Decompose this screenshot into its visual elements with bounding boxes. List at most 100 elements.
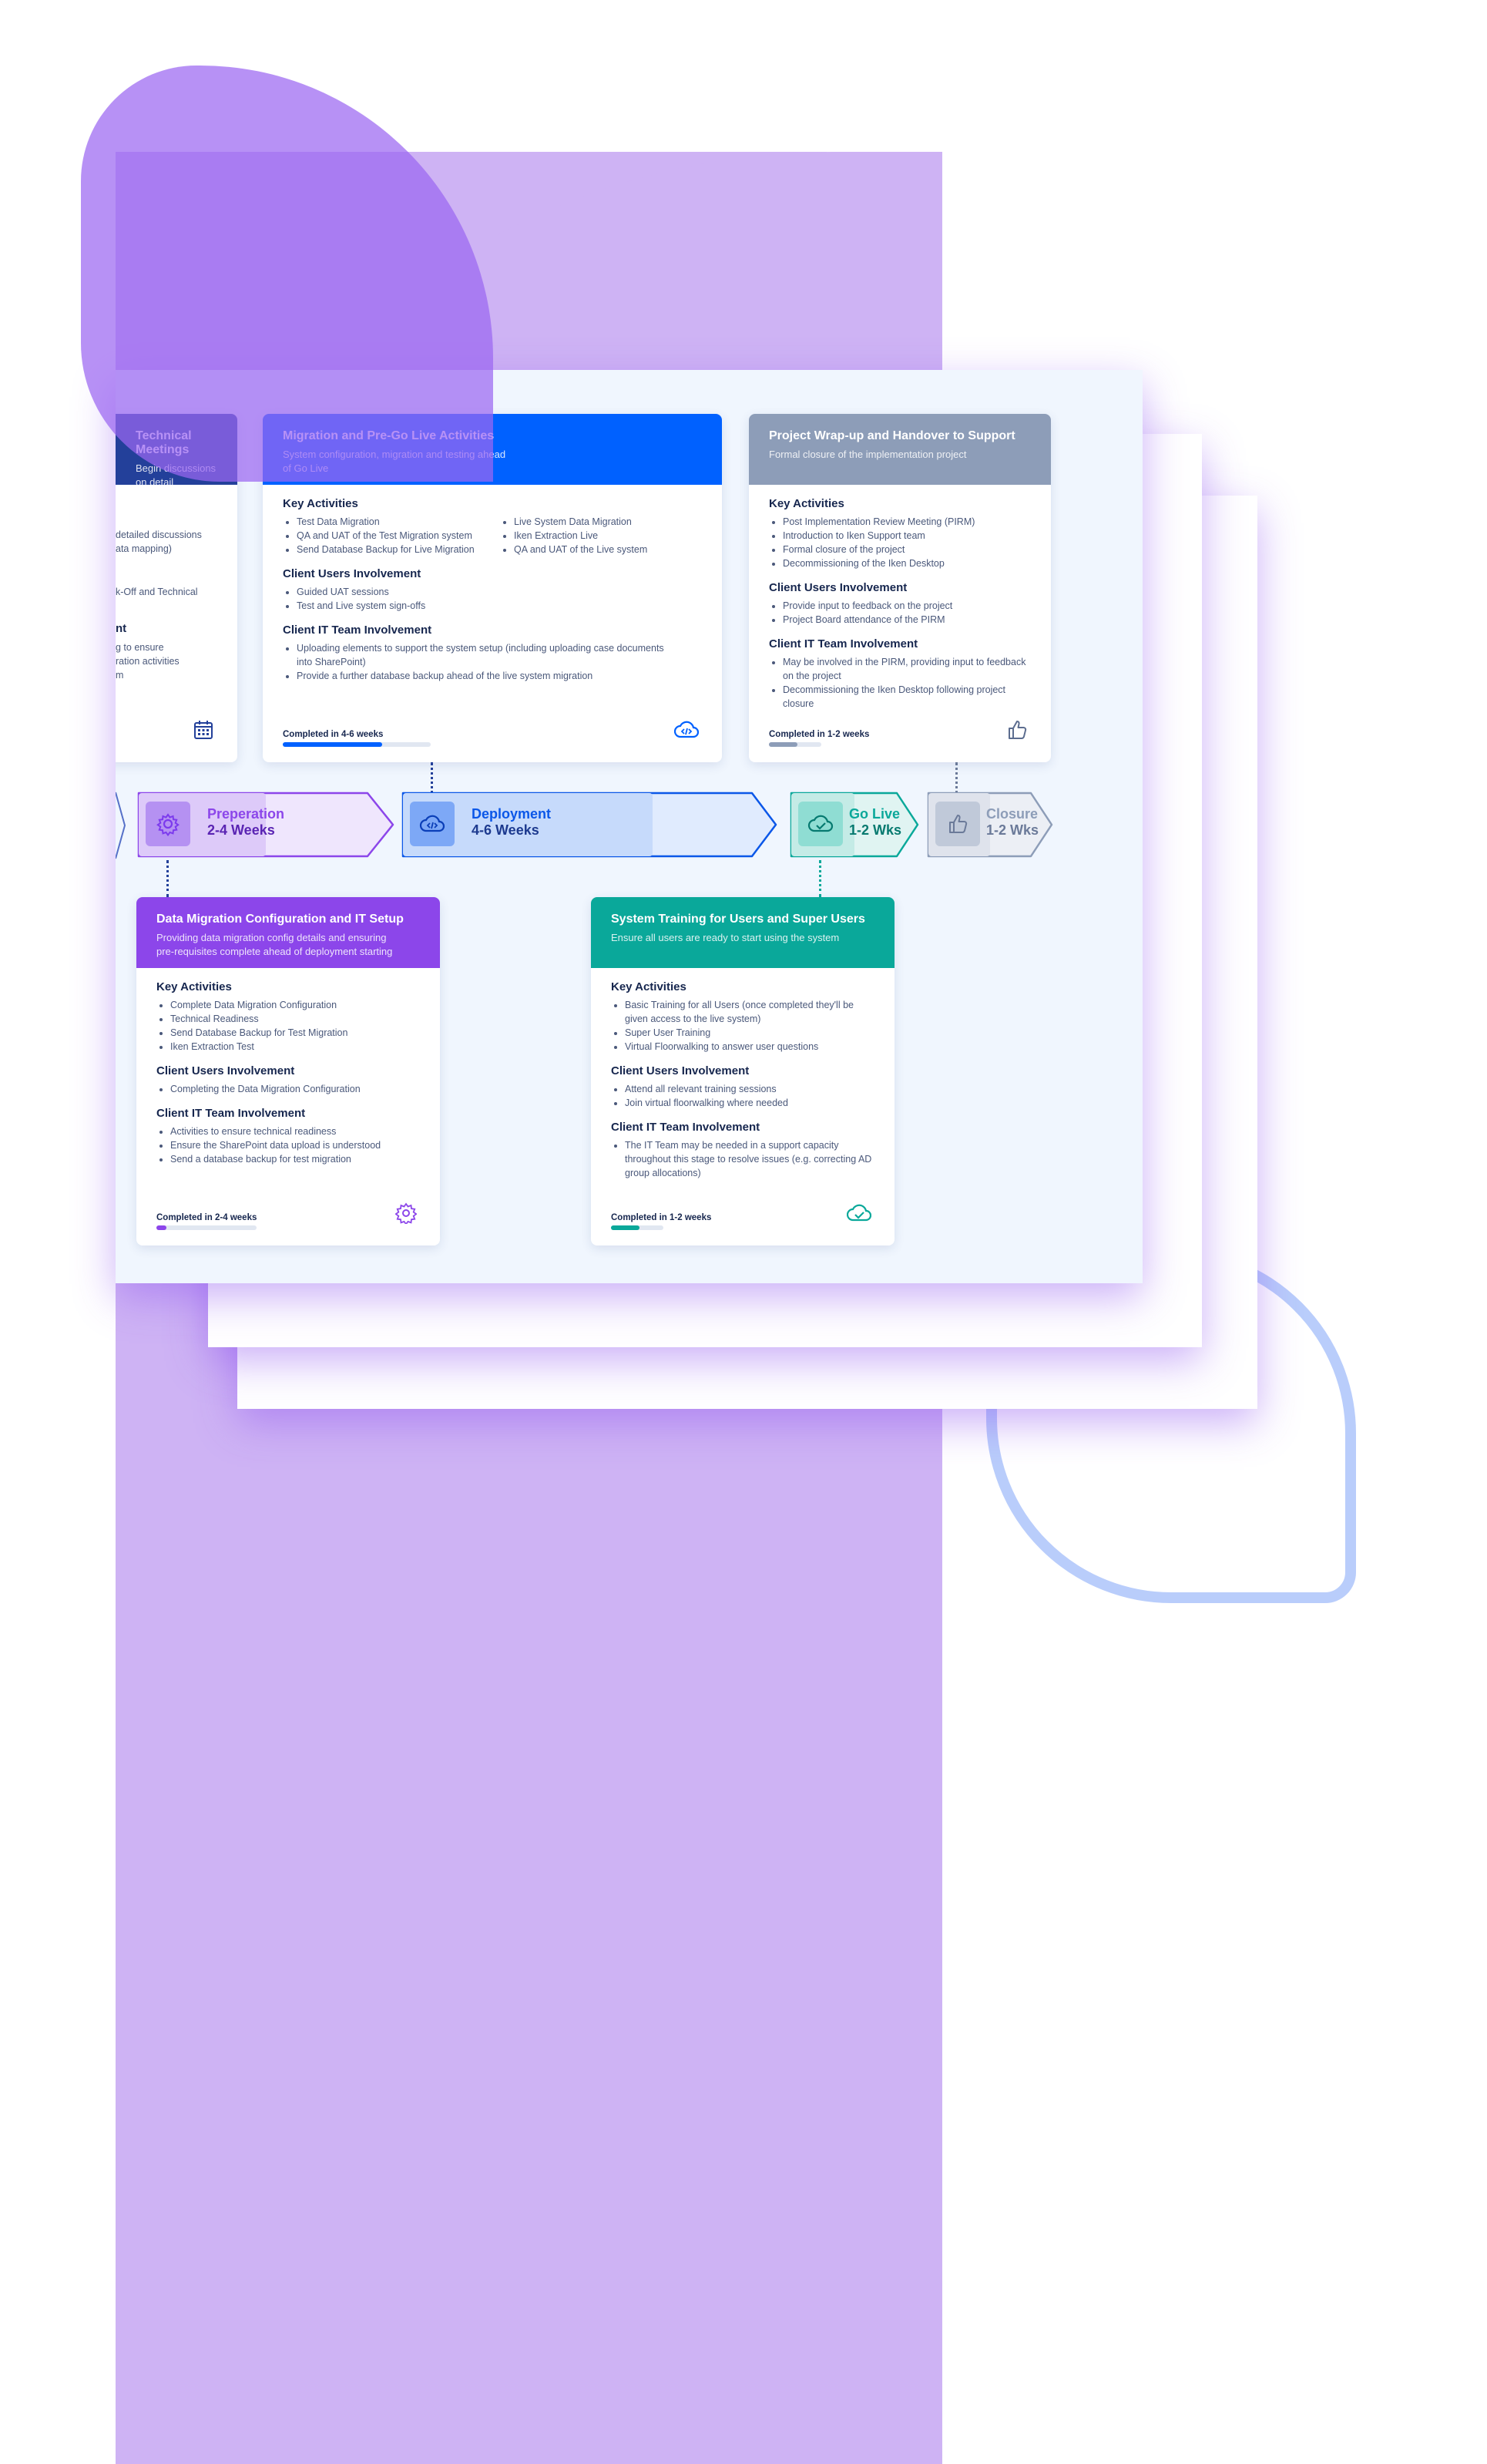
client-users-heading: Client Users Involvement [611, 1064, 750, 1077]
text-fragment: g to ensure [116, 642, 164, 653]
phase-icon-tile [146, 802, 190, 846]
list-item: Decommissioning the Iken Desktop followi… [783, 683, 1031, 711]
thumbs-up-icon [949, 815, 968, 833]
client-it-heading: Client IT Team Involvement [611, 1121, 760, 1134]
cloud-code-icon [674, 721, 699, 738]
completion-label: Completed in 2-4 weeks [156, 1213, 257, 1222]
list-item: Ensure the SharePoint data upload is und… [170, 1138, 420, 1152]
completion-label: Completed in 1-2 weeks [611, 1213, 712, 1222]
list-item: Post Implementation Review Meeting (PIRM… [783, 515, 1031, 529]
text-fragment: k-Off and Technical [116, 587, 198, 597]
previous-phase-arrow-tip [116, 792, 126, 859]
roadmap-canvas: Technical Meetings Begin discussions on … [116, 370, 1143, 1283]
phase-duration: 4-6 Weeks [472, 822, 539, 838]
calendar-icon [194, 721, 213, 739]
phase-icon-tile [410, 802, 455, 846]
phase-icon-tile [798, 802, 843, 846]
cloud-code-icon [419, 815, 445, 832]
connector-migration [431, 762, 433, 799]
key-activities-heading: Key Activities [769, 497, 844, 510]
card-title: Project Wrap-up and Handover to Support [769, 429, 1015, 442]
completion-label: Completed in 1-2 weeks [769, 730, 870, 739]
phase-label: Closure 1-2 Wks [986, 806, 1039, 839]
list-item: Uploading elements to support the system… [297, 641, 671, 669]
gear-icon [156, 813, 180, 837]
card-subtitle: Providing data migration config details … [156, 932, 387, 943]
phase-closure: Closure 1-2 Wks [926, 791, 1054, 859]
list-item: Send Database Backup for Live Migration [297, 543, 485, 556]
card-title: System Training for Users and Super User… [611, 913, 865, 926]
list-item: Iken Extraction Test [170, 1040, 420, 1054]
card-project-wrap-up: Project Wrap-up and Handover to Support … [749, 414, 1051, 762]
phase-go-live: Go Live 1-2 Wks [789, 791, 920, 859]
list-item: Formal closure of the project [783, 543, 1031, 556]
phase-name: Deployment [472, 806, 552, 822]
list-item: Provide a further database backup ahead … [297, 669, 671, 683]
completion-progress-bar [611, 1225, 663, 1230]
list-item: Send a database backup for test migratio… [170, 1152, 420, 1166]
card-subtitle: Ensure all users are ready to start usin… [611, 932, 840, 943]
phase-arrow-shape [401, 792, 777, 858]
completion-label: Completed in 4-6 weeks [283, 730, 384, 739]
card-title: Data Migration Configuration and IT Setu… [156, 913, 404, 926]
list-item: QA and UAT of the Test Migration system [297, 529, 485, 543]
phase-name: Closure [986, 806, 1039, 822]
text-fragment: ration activities [116, 656, 180, 667]
list-item: Complete Data Migration Configuration [170, 998, 420, 1012]
list-item: May be involved in the PIRM, providing i… [783, 655, 1031, 683]
client-users-heading: Client Users Involvement [769, 581, 908, 594]
client-users-heading: Client Users Involvement [283, 567, 421, 580]
phase-name: Preperation [207, 806, 285, 822]
list-item: Technical Readiness [170, 1012, 420, 1026]
text-fragment: ata mapping) [116, 543, 172, 554]
phase-deployment: Deployment 4-6 Weeks [401, 791, 778, 859]
list-item: Test and Live system sign-offs [297, 599, 702, 613]
list-item: Activities to ensure technical readiness [170, 1124, 420, 1138]
list-item: Test Data Migration [297, 515, 485, 529]
key-activities-heading: Key Activities [611, 980, 686, 993]
key-activities-heading: Key Activities [283, 497, 358, 510]
list-item: Guided UAT sessions [297, 585, 702, 599]
connector-training [819, 860, 821, 897]
list-item: Project Board attendance of the PIRM [783, 613, 1031, 627]
phase-label: Deployment 4-6 Weeks [472, 806, 551, 839]
progress-fill [769, 742, 798, 747]
key-activities-heading: Key Activities [156, 980, 232, 993]
text-fragment: m [116, 670, 124, 681]
list-item: QA and UAT of the Live system [514, 543, 702, 556]
section-heading: nt [116, 622, 127, 635]
list-item: Decommissioning of the Iken Desktop [783, 556, 1031, 570]
client-it-heading: Client IT Team Involvement [156, 1107, 306, 1120]
list-item: Live System Data Migration [514, 515, 702, 529]
list-item: The IT Team may be needed in a support c… [625, 1138, 874, 1180]
list-item: Send Database Backup for Test Migration [170, 1026, 420, 1040]
thumbs-up-icon [1009, 721, 1027, 739]
phase-duration: 2-4 Weeks [207, 822, 275, 838]
phase-name: Go Live [849, 806, 901, 822]
card-data-migration-config: Data Migration Configuration and IT Setu… [136, 897, 440, 1245]
progress-fill [283, 742, 382, 747]
card-subtitle: Formal closure of the implementation pro… [769, 449, 967, 460]
phase-duration: 1-2 Wks [986, 822, 1039, 838]
list-item: Attend all relevant training sessions [625, 1082, 874, 1096]
card-subtitle-line2: pre-requisites complete ahead of deploym… [156, 946, 393, 957]
progress-fill [611, 1225, 640, 1230]
phase-icon-tile [935, 802, 980, 846]
list-item: Provide input to feedback on the project [783, 599, 1031, 613]
phase-label: Go Live 1-2 Wks [849, 806, 901, 839]
completion-progress-bar [283, 742, 431, 747]
connector-wrap-up [955, 762, 958, 799]
text-fragment: detailed discussions [116, 529, 202, 540]
list-item: Completing the Data Migration Configurat… [170, 1082, 420, 1096]
key-activities-list-left: Test Data Migration QA and UAT of the Te… [283, 515, 485, 556]
phase-preparation: Preperation 2-4 Weeks [136, 791, 395, 859]
key-activities-list-right: Live System Data Migration Iken Extracti… [500, 515, 702, 556]
connector-data-migration [166, 860, 169, 897]
list-item: Join virtual floorwalking where needed [625, 1096, 874, 1110]
check-cloud-icon [847, 1204, 871, 1222]
progress-fill [156, 1225, 166, 1230]
client-it-heading: Client IT Team Involvement [283, 624, 432, 637]
list-item: Introduction to Iken Support team [783, 529, 1031, 543]
client-it-heading: Client IT Team Involvement [769, 637, 918, 650]
list-item: Iken Extraction Live [514, 529, 702, 543]
